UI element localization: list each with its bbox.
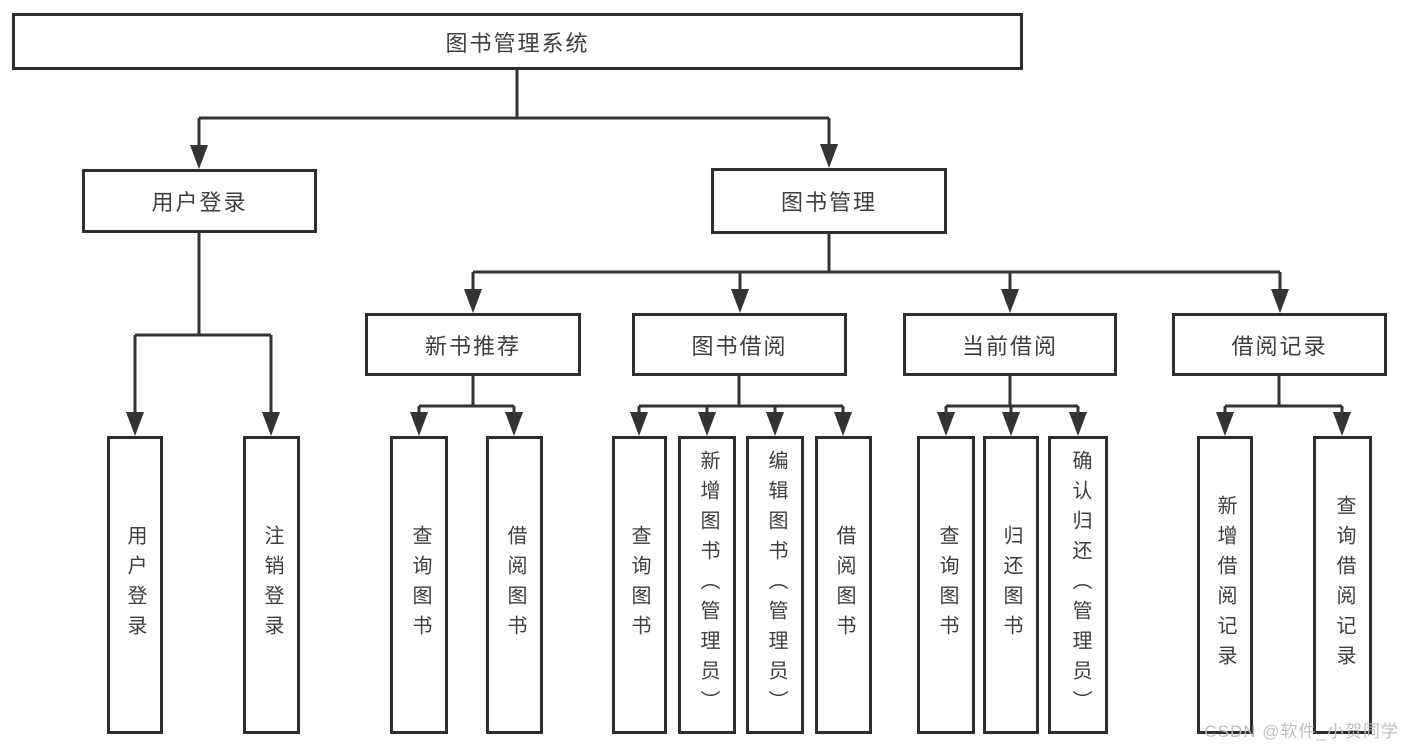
node-current-borrow: 当前借阅 [903,313,1117,376]
node-borrow-record: 借阅记录 [1172,313,1387,376]
leaf-user-login: 用户登录 [107,436,163,734]
arrowheads [126,144,1351,436]
leaf-br-add-record: 新增借阅记录 [1197,436,1253,734]
leaf-cb-query-book: 查询图书 [917,436,975,734]
leaf-nb-borrow-book: 借阅图书 [486,436,543,734]
node-new-book-recommend: 新书推荐 [365,313,581,376]
leaf-bb-borrow-book: 借阅图书 [815,436,872,734]
node-book-borrow: 图书借阅 [632,313,847,376]
node-book-management: 图书管理 [711,168,947,234]
leaf-br-query-record: 查询借阅记录 [1313,436,1372,734]
leaf-bb-query-book: 查询图书 [612,436,667,734]
leaf-logout-login: 注销登录 [243,436,300,734]
leaf-bb-edit-book-admin: 编辑图书（管理员） [746,436,804,734]
watermark: CSDN @软件_小贺同学 [1204,722,1399,741]
leaf-nb-query-book: 查询图书 [390,436,448,734]
leaf-cb-confirm-return-admin: 确认归还（管理员） [1048,436,1108,734]
node-library-system: 图书管理系统 [12,13,1023,70]
leaf-cb-return-book: 归还图书 [983,436,1039,734]
leaf-bb-add-book-admin: 新增图书（管理员） [678,436,736,734]
node-user-login: 用户登录 [82,169,317,233]
